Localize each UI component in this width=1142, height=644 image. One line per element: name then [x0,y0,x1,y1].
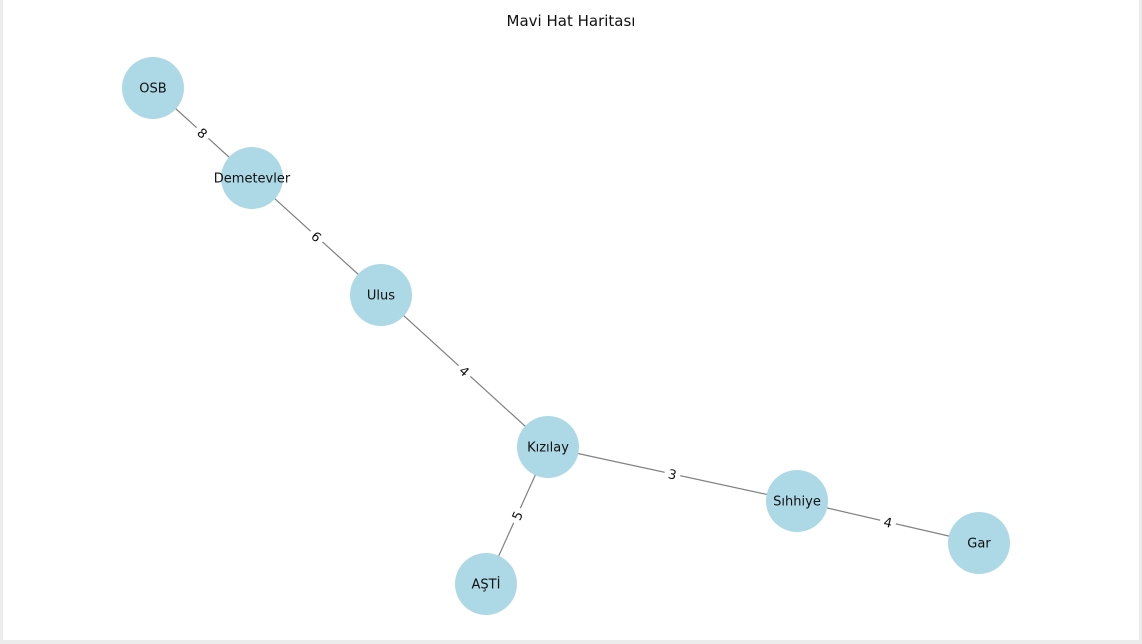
node-Ulus [350,264,412,326]
edge-weight: 4 [882,515,893,531]
edge-label-background [505,504,529,527]
edge-weight: 3 [667,467,678,483]
node-label: Kızılay [527,441,569,456]
edge-label-background [190,120,215,146]
node-Kizilay [517,416,579,478]
node-Gar [948,512,1010,574]
edge-weight-label: 3 [662,463,683,485]
node-label: OSB [139,82,166,97]
node-label: Sıhhiye [773,495,821,510]
edge-weight-label: 5 [505,504,529,527]
edge-weight-label: 4 [452,358,477,384]
figure-title: Mavi Hat Haritası [506,12,636,30]
edge-weight-label: 4 [878,511,898,533]
edge-label-background [662,463,683,485]
node-label: Gar [967,537,991,552]
edge-label-background [304,224,329,249]
node-Sihhiye [766,470,828,532]
node-ASTI [455,553,517,615]
edge-label-background [878,511,898,533]
edge-label-background [452,358,477,384]
edge-weight-label: 8 [190,120,215,146]
node-label: AŞTİ [472,577,501,593]
edge-weight-label: 6 [304,224,329,249]
node-label: Demetevler [214,172,291,187]
node-label: Ulus [367,289,395,304]
node-Demetevler [221,147,283,209]
node-OSB [122,57,184,119]
